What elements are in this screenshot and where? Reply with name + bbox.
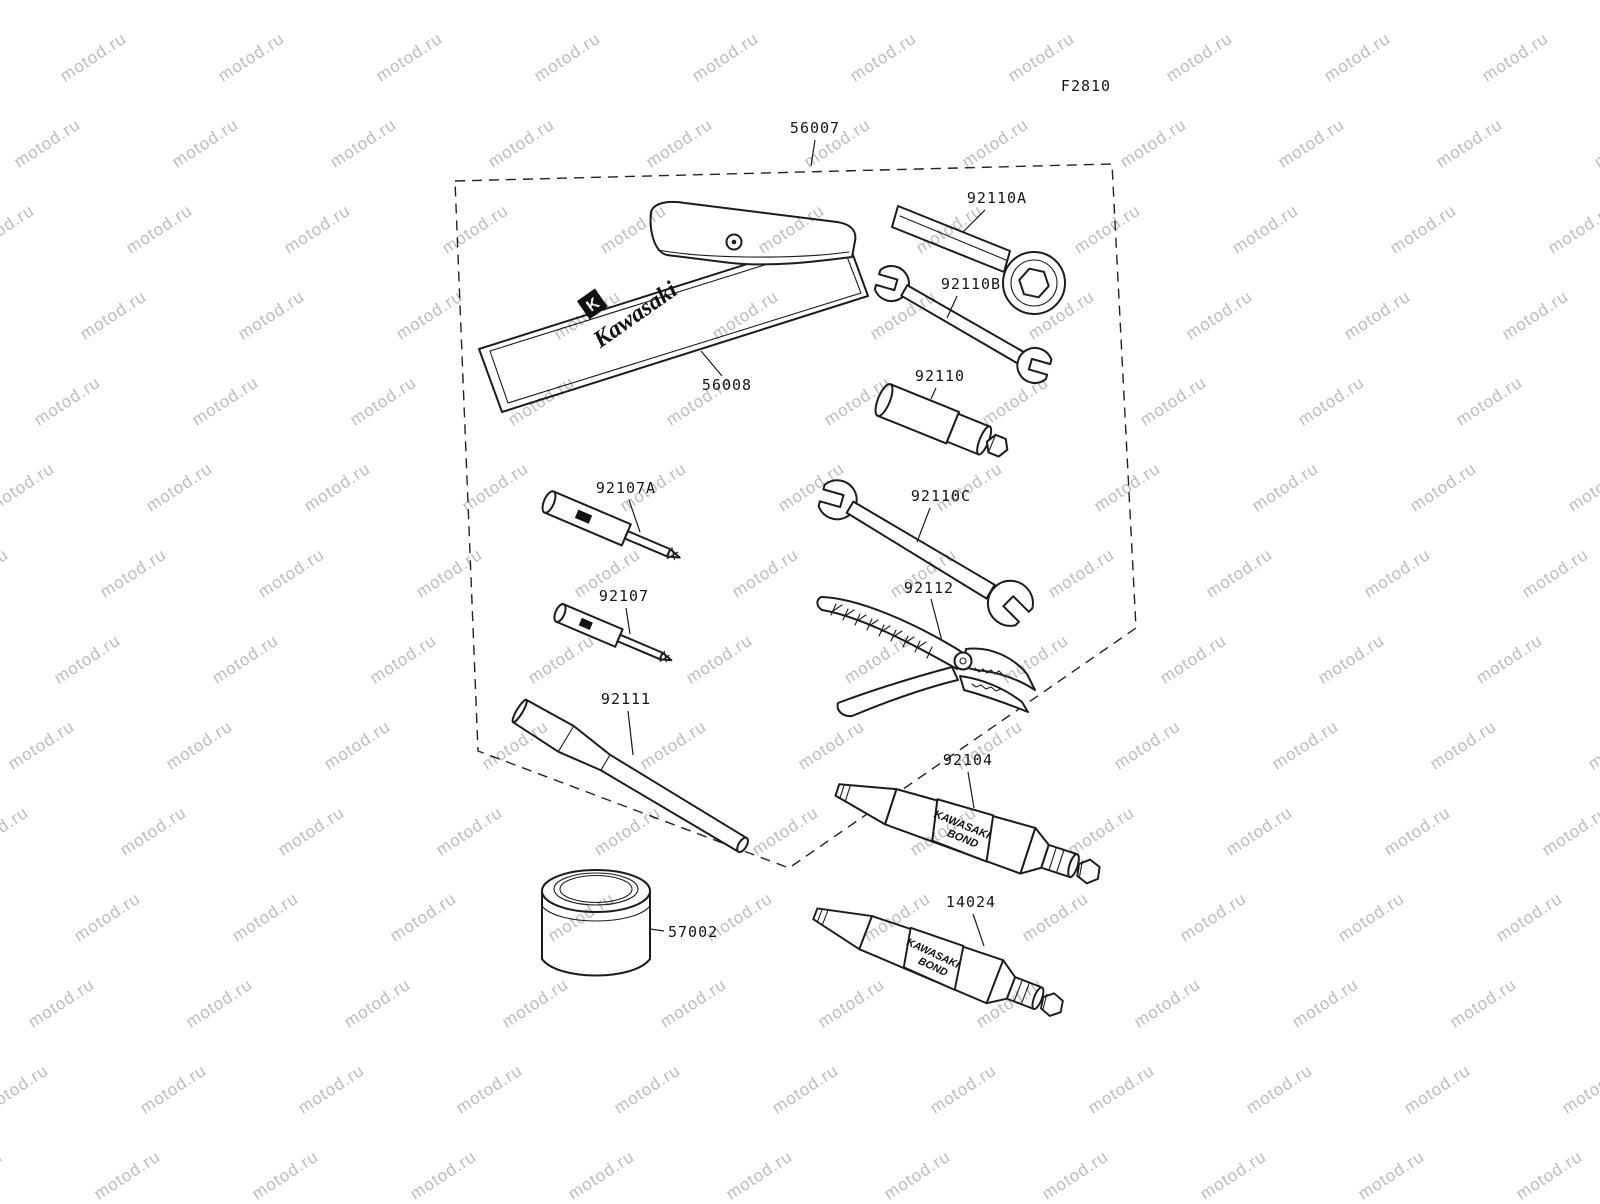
screwdriver-large-drawing <box>540 489 684 568</box>
leader-line <box>917 508 930 542</box>
leader-line <box>973 914 984 946</box>
part-label-box-end-wrench: 92110A <box>963 189 1027 232</box>
leader-line <box>968 772 974 808</box>
part-number: 14024 <box>946 893 996 911</box>
part-number: 56008 <box>702 376 752 394</box>
leader-line <box>701 351 722 376</box>
leader-line <box>650 929 664 931</box>
plug-wrench-drawing <box>872 382 1014 466</box>
grease-can-drawing <box>542 870 650 976</box>
part-number: 92107A <box>596 479 656 497</box>
leader-line <box>931 388 936 399</box>
part-number: 92112 <box>904 579 954 597</box>
part-number: 92107 <box>599 587 649 605</box>
part-label-bond-tube-small: 14024 <box>946 893 996 946</box>
part-label-open-end-wrench-large: 92110C <box>911 487 971 542</box>
leader-line <box>626 608 630 634</box>
part-number: 56007 <box>790 119 840 137</box>
wrench-bar-drawing <box>509 697 753 860</box>
screwdriver-small-drawing <box>552 602 675 669</box>
bond-tube-large-drawing <box>830 766 1107 897</box>
snap-button-dot <box>732 240 737 245</box>
part-label-plug-wrench: 92110 <box>915 367 965 399</box>
part-number: 92111 <box>601 690 651 708</box>
part-label-kit: 56007 <box>790 119 840 166</box>
leader-line <box>629 500 640 532</box>
part-number: 92104 <box>943 751 993 769</box>
pliers-upper-handle <box>817 597 966 669</box>
part-number: 57002 <box>668 923 718 941</box>
part-number: 92110B <box>941 275 1001 293</box>
bond-tube-small-drawing <box>807 891 1070 1029</box>
pliers-lower-handle <box>838 667 958 716</box>
part-label-grease-can: 57002 <box>650 923 718 941</box>
part-number: 92110C <box>911 487 971 505</box>
part-label-pouch: 56008 <box>701 351 752 394</box>
part-label-bond-tube-large: 92104 <box>943 751 993 808</box>
pliers-pivot <box>955 653 972 670</box>
leader-line <box>811 140 815 166</box>
tool-pouch-drawing: K Kawasaki <box>479 202 868 412</box>
part-number: 92110 <box>915 367 965 385</box>
part-label-open-end-wrench-small: 92110B <box>941 275 1001 318</box>
part-label-wrench-bar: 92111 <box>601 690 651 755</box>
leader-line <box>963 210 985 232</box>
part-number: 92110A <box>967 189 1027 207</box>
leader-line <box>628 711 633 755</box>
figure-code: F2810 <box>1061 77 1111 95</box>
